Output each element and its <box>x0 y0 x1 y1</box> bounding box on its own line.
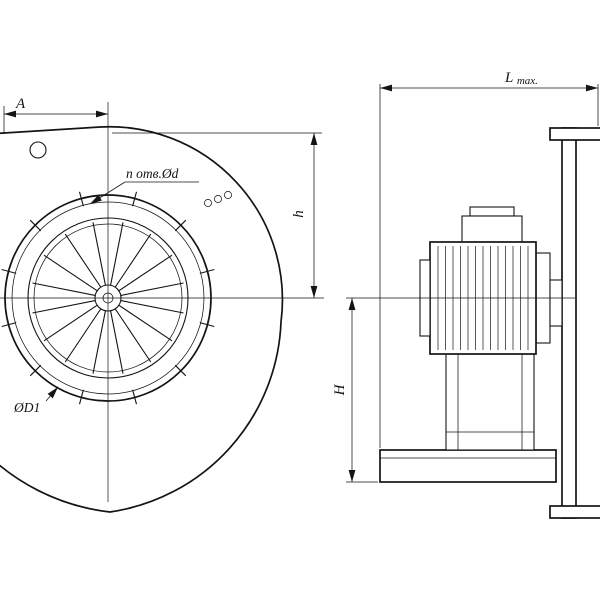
front-view: A h n отв.Ød ØD1 <box>0 96 324 513</box>
casing-hole-icon <box>224 191 232 199</box>
casing-flange-lip-top <box>549 127 600 141</box>
casing-holes-triple <box>204 191 232 207</box>
pedestal-body <box>445 353 535 451</box>
dim-d1-label: ØD1 <box>13 400 40 415</box>
base-frame <box>379 449 557 483</box>
motor-shaft <box>549 279 563 327</box>
holes-callout: n отв.Ød <box>89 166 199 205</box>
motor-terminal-box <box>461 215 523 243</box>
holes-callout-label: n отв.Ød <box>126 166 179 181</box>
dimension-lmax: L max. <box>379 70 599 448</box>
dim-lmax-sub: max. <box>517 75 538 87</box>
casing-hole-icon <box>214 195 222 203</box>
dim-d1-leader <box>45 386 59 402</box>
casing-side-plate <box>561 127 577 519</box>
dimension-a: A <box>3 96 108 134</box>
motor-terminal-box-step <box>469 206 515 217</box>
dim-a-label: A <box>15 96 26 112</box>
impeller-spokes <box>32 222 184 374</box>
dim-lmax-main: L <box>504 70 513 86</box>
diameter-callout: ØD1 <box>13 386 59 415</box>
holes-callout-leader <box>89 181 126 205</box>
side-view: L max. H <box>332 70 600 519</box>
dimension-h: h <box>112 132 322 298</box>
casing-flange-lip-bottom <box>549 505 600 519</box>
flange-bolt-ticks <box>1 191 215 405</box>
dim-h-label: h <box>291 210 307 218</box>
dim-lmax-label: L max. <box>504 70 538 87</box>
dim-hh-label: H <box>332 383 348 396</box>
dimension-hh: H <box>332 297 408 483</box>
motor-pedestal <box>445 353 535 451</box>
casing-hole-icon <box>204 199 212 207</box>
discharge-flange-hole <box>29 141 47 159</box>
electric-motor <box>419 206 563 355</box>
